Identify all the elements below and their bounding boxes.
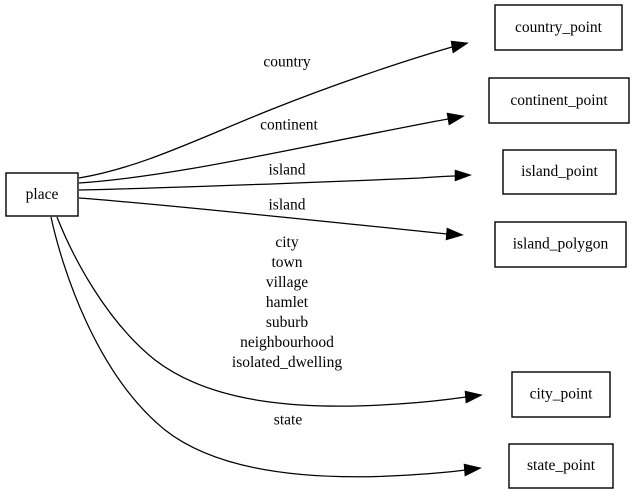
edge-place-to-country_point[interactable] — [78, 40, 469, 179]
arrowhead-island-polygon — [445, 227, 464, 241]
edge-label-city-line-5: suburb — [266, 314, 308, 331]
edge-place-to-city_point[interactable] — [56, 216, 483, 407]
node-island_polygon[interactable]: island_polygon — [494, 221, 627, 268]
edge-place-to-continent_point[interactable] — [78, 112, 465, 184]
edge-path-country — [78, 46, 453, 179]
edge-label-city-multiline: city town village hamlet suburb neighbou… — [232, 234, 342, 371]
edge-label-state: state — [274, 412, 303, 429]
node-country_point-box — [494, 4, 623, 51]
edge-label-city-line-1: city — [275, 234, 298, 251]
arrowhead-country — [450, 40, 469, 54]
node-island_polygon-box — [494, 221, 627, 268]
node-country_point-label: country_point — [515, 19, 603, 36]
edge-place-to-island_polygon[interactable] — [78, 197, 464, 241]
edge-path-state — [50, 216, 467, 478]
node-state_point-box — [508, 443, 614, 489]
edge-label-island-point: island — [268, 162, 305, 179]
node-state_point-label: state_point — [527, 457, 596, 474]
node-continent_point-box — [488, 77, 630, 124]
edge-label-city-line-4: hamlet — [266, 294, 309, 311]
edge-group — [50, 40, 483, 478]
arrowhead-city — [464, 390, 483, 404]
edge-label-group: country continent island island city tow… — [232, 54, 342, 429]
node-state_point[interactable]: state_point — [508, 443, 614, 489]
edge-label-country: country — [263, 54, 311, 71]
node-city_point-label: city_point — [530, 386, 594, 403]
node-island_point-box — [502, 149, 617, 195]
arrowhead-island-point — [454, 169, 472, 182]
node-group: place country_point continent_point isla… — [5, 4, 630, 489]
edge-label-city-line-3: village — [266, 274, 308, 291]
edge-label-island-polygon: island — [268, 197, 305, 214]
node-island_point-label: island_point — [521, 163, 598, 180]
edge-path-island-polygon — [78, 197, 448, 235]
node-city_point-box — [511, 371, 611, 418]
arrowhead-state — [463, 463, 482, 477]
edge-label-continent: continent — [260, 117, 318, 134]
edge-label-city-line-7: isolated_dwelling — [232, 354, 342, 371]
node-continent_point[interactable]: continent_point — [488, 77, 630, 124]
node-continent_point-label: continent_point — [510, 92, 608, 109]
node-island_polygon-label: island_polygon — [513, 236, 609, 253]
edge-label-city-line-2: town — [272, 254, 303, 271]
node-place-label: place — [26, 186, 59, 203]
edge-path-city — [56, 216, 467, 407]
edge-path-island-point — [78, 175, 456, 191]
edge-label-city-line-6: neighbourhood — [240, 334, 334, 351]
arrowhead-continent — [446, 112, 465, 126]
edge-place-to-state_point[interactable] — [50, 216, 482, 478]
node-place-box — [5, 172, 79, 217]
node-place[interactable]: place — [5, 172, 79, 217]
edge-path-continent — [78, 118, 449, 184]
node-city_point[interactable]: city_point — [511, 371, 611, 418]
edge-place-to-island_point[interactable] — [78, 169, 472, 191]
node-country_point[interactable]: country_point — [494, 4, 623, 51]
node-island_point[interactable]: island_point — [502, 149, 617, 195]
